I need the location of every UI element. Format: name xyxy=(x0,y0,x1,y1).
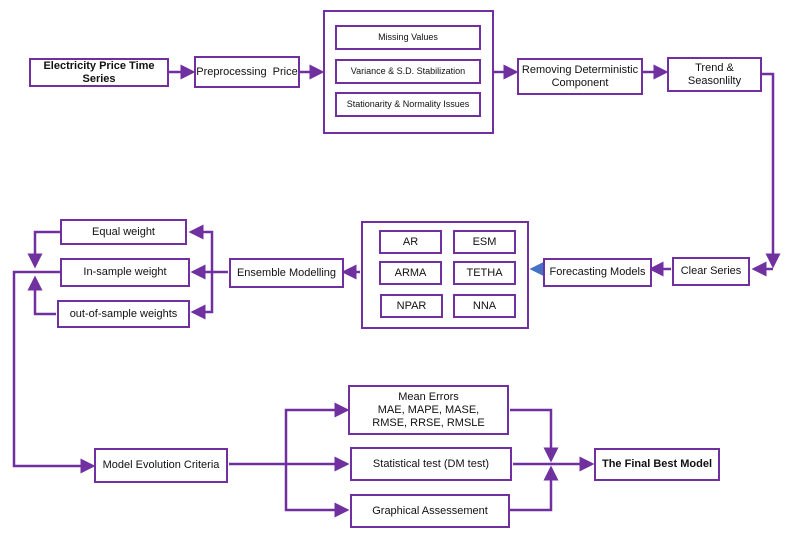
group-forecasting-models xyxy=(361,221,529,329)
node-in-sample-weight: In-sample weight xyxy=(60,258,190,287)
node-label: NPAR xyxy=(396,299,427,312)
arrow-mean-errors-to-merge xyxy=(510,408,559,463)
model-npar: NPAR xyxy=(380,294,443,318)
node-label: ESM xyxy=(472,235,497,248)
node-removing-deterministic: Removing Deterministic Component xyxy=(517,58,643,95)
model-tetha: TETHA xyxy=(453,261,516,285)
node-label: Graphical Assessement xyxy=(372,504,488,517)
model-nna: NNA xyxy=(453,294,516,318)
node-out-of-sample-weights: out-of-sample weights xyxy=(57,300,190,328)
arrow-trend-to-down xyxy=(762,72,781,269)
node-forecasting-models: Forecasting Models xyxy=(543,258,652,287)
node-label: TETHA xyxy=(466,266,503,279)
node-label: ARMA xyxy=(394,266,427,279)
node-electricity-price-time-series: Electricity Price Time Series xyxy=(29,58,169,87)
node-variance-stabilization: Variance & S.D. Stabilization xyxy=(335,59,481,84)
node-stationarity-normality: Stationarity & Normality Issues xyxy=(335,92,481,117)
node-label: Mean Errors MAE, MAPE, MASE, RMSE, RRSE,… xyxy=(372,390,485,429)
arrow-criteria-to-mean-errors xyxy=(284,402,350,464)
arrow-ensemble-to-outsample xyxy=(190,272,214,320)
node-label: Ensemble Modelling xyxy=(236,266,337,279)
line-insample-to-evaluation xyxy=(12,270,96,474)
node-label: AR xyxy=(402,235,419,248)
model-esm: ESM xyxy=(453,230,516,254)
node-label: Statistical test (DM test) xyxy=(372,457,490,470)
node-final-best-model: The Final Best Model xyxy=(594,448,720,481)
node-label: Model Evolution Criteria xyxy=(102,459,220,471)
node-label: The Final Best Model xyxy=(601,458,712,470)
node-statistical-test: Statistical test (DM test) xyxy=(350,447,512,481)
node-label: Equal weight xyxy=(92,225,155,238)
node-model-evolution-criteria: Model Evolution Criteria xyxy=(94,448,228,483)
arrow-graphical-to-merge xyxy=(510,465,559,512)
node-label: out-of-sample weights xyxy=(69,307,178,320)
node-label: Removing Deterministic Component xyxy=(521,63,639,89)
model-ar: AR xyxy=(379,230,442,254)
node-clear-series: Clear Series xyxy=(672,257,750,286)
node-label: In-sample weight xyxy=(83,266,167,278)
arrow-equal-to-merge xyxy=(27,230,60,269)
node-label: Stationarity & Normality Issues xyxy=(346,99,470,109)
node-mean-errors: Mean Errors MAE, MAPE, MASE, RMSE, RRSE,… xyxy=(348,385,509,435)
node-label: Forecasting Models xyxy=(549,266,646,278)
group-preprocessing-issues xyxy=(323,10,494,134)
node-equal-weight: Equal weight xyxy=(60,219,187,245)
arrow-outsample-to-merge xyxy=(27,275,56,316)
node-label: Trend & Seasonlilty xyxy=(687,61,742,87)
node-missing-values: Missing Values xyxy=(335,25,481,50)
arrow-criteria-to-graphical xyxy=(284,464,350,518)
node-label: NNA xyxy=(472,299,497,312)
node-label: Variance & S.D. Stabilization xyxy=(350,66,466,76)
node-preprocessing-price: Preprocessing Price xyxy=(194,56,300,88)
node-trend-seasonality: Trend & Seasonlilty xyxy=(667,57,762,92)
node-label: Preprocessing Price xyxy=(196,65,298,78)
arrow-ensemble-to-equal xyxy=(188,224,214,272)
node-ensemble-modelling: Ensemble Modelling xyxy=(229,258,344,288)
model-arma: ARMA xyxy=(379,261,442,285)
node-label: Electricity Price Time Series xyxy=(43,59,155,85)
node-label: Missing Values xyxy=(378,32,438,42)
node-label: Clear Series xyxy=(680,265,742,277)
node-graphical-assessment: Graphical Assessement xyxy=(350,494,510,528)
